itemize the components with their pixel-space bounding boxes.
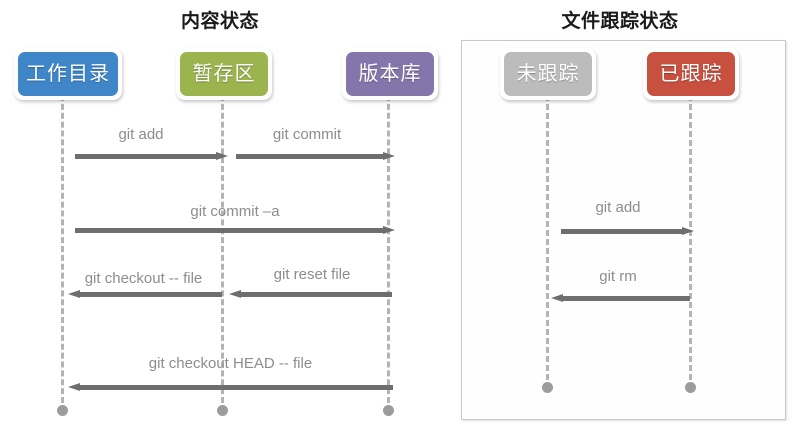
arrow-shaft: [561, 296, 690, 301]
lifeline-endpoint-untracked: [542, 382, 553, 393]
arrow-label-git-add-tracking: git add: [595, 199, 641, 216]
arrow-shaft: [78, 292, 222, 297]
lifeline-endpoint-working-directory: [57, 405, 68, 416]
arrow-git-rm: [551, 294, 690, 303]
node-label-staging-area: 暂存区: [192, 63, 256, 85]
arrow-git-commit: [236, 152, 395, 161]
arrow-git-checkout-head-file: [68, 383, 393, 392]
arrow-git-checkout-file: [68, 290, 222, 299]
arrow-head: [383, 226, 395, 234]
arrow-head: [68, 290, 80, 298]
arrow-head: [68, 383, 80, 391]
arrow-label-git-checkout-file: git checkout -- file: [84, 270, 203, 287]
arrow-git-add: [75, 152, 228, 161]
node-label-tracked: 已跟踪: [659, 63, 723, 85]
node-label-working-directory: 工作目录: [26, 63, 110, 85]
arrow-git-reset-file: [229, 290, 392, 299]
arrow-head: [551, 294, 563, 302]
arrow-label-git-reset-file: git reset file: [273, 266, 351, 283]
arrow-git-commit-a: [75, 226, 395, 235]
arrow-head: [383, 152, 395, 160]
lifeline-repository: [387, 95, 390, 403]
node-repository[interactable]: 版本库: [342, 48, 438, 100]
arrow-label-git-add: git add: [118, 126, 164, 143]
lifeline-endpoint-repository: [383, 405, 394, 416]
node-staging-area[interactable]: 暂存区: [176, 48, 272, 100]
arrow-shaft: [561, 229, 684, 234]
arrow-head: [216, 152, 228, 160]
node-label-untracked: 未跟踪: [516, 63, 580, 85]
lifeline-endpoint-tracked: [685, 382, 696, 393]
arrow-head: [229, 290, 241, 298]
arrow-shaft: [75, 154, 218, 159]
node-untracked[interactable]: 未跟踪: [500, 48, 596, 100]
panel-title-content-state: 内容状态: [180, 11, 259, 32]
arrow-shaft: [78, 385, 393, 390]
arrow-git-add-tracking: [561, 227, 694, 236]
arrow-label-git-rm: git rm: [599, 268, 637, 285]
arrow-head: [682, 227, 694, 235]
node-tracked[interactable]: 已跟踪: [643, 48, 739, 100]
lifeline-staging-area: [221, 95, 224, 403]
arrow-label-git-commit-a: git commit –a: [190, 203, 280, 220]
lifeline-endpoint-staging-area: [217, 405, 228, 416]
arrow-shaft: [75, 228, 385, 233]
lifeline-tracked: [689, 95, 692, 380]
lifeline-untracked: [546, 95, 549, 380]
node-label-repository: 版本库: [358, 63, 422, 85]
node-working-directory[interactable]: 工作目录: [14, 48, 122, 100]
arrow-label-git-checkout-head-file: git checkout HEAD -- file: [148, 355, 313, 372]
lifeline-working-directory: [61, 95, 64, 403]
arrow-shaft: [236, 154, 385, 159]
arrow-shaft: [239, 292, 392, 297]
panel-title-file-tracking-state: 文件跟踪状态: [561, 11, 679, 32]
arrow-label-git-commit: git commit: [272, 126, 342, 143]
